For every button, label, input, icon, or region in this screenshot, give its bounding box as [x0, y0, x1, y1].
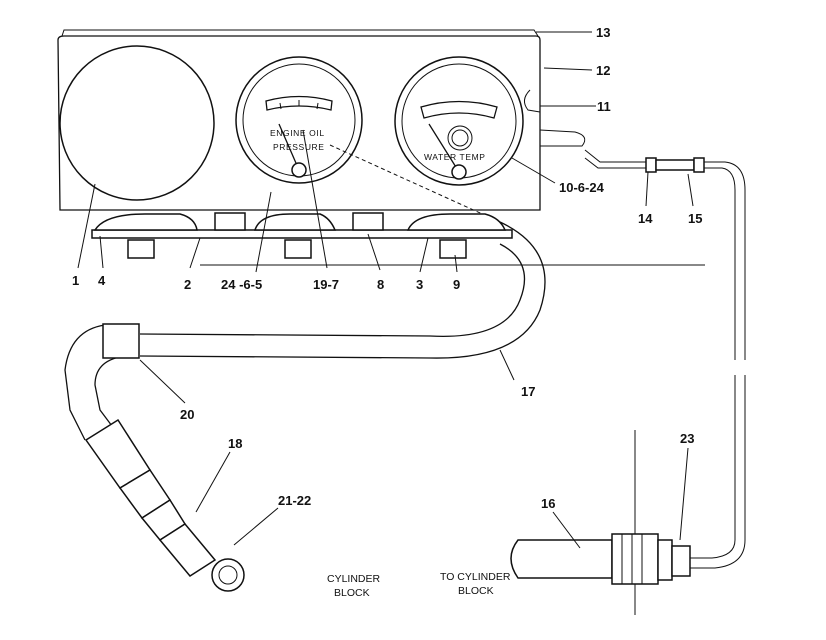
oil-gauge-label-line1: ENGINE OIL [270, 128, 325, 138]
temperature-bulb-assembly [510, 430, 691, 615]
callout-23: 23 [680, 431, 694, 446]
callout-15: 15 [688, 211, 702, 226]
oil-pressure-gauge: ENGINE OIL PRESSURE [235, 56, 363, 184]
callout-19-7: 19-7 [313, 277, 339, 292]
temp-capillary-tube [584, 149, 746, 569]
callout-17: 17 [521, 384, 535, 399]
callout-11: 11 [597, 99, 611, 114]
callout-8: 8 [377, 277, 384, 292]
oil-pressure-hose [64, 221, 546, 441]
callout-24-6-5: 24 -6-5 [221, 277, 262, 292]
callout-16: 16 [541, 496, 555, 511]
note-cylinder-block-left-2: BLOCK [334, 587, 370, 599]
callout-2: 2 [184, 277, 191, 292]
callout-20: 20 [180, 407, 194, 422]
hose-clamp [102, 323, 140, 359]
mounting-bracket [91, 212, 513, 259]
note-cylinder-block-right-2: BLOCK [458, 585, 494, 597]
note-cylinder-block-left-1: CYLINDER [327, 573, 381, 585]
callout-12: 12 [596, 63, 610, 78]
callout-labels: 1 4 2 24 -6-5 19-7 8 3 9 10-6-24 11 12 1… [72, 25, 702, 511]
oil-line-hidden-path [329, 144, 501, 223]
callout-21-22: 21-22 [278, 493, 311, 508]
callout-9: 9 [453, 277, 460, 292]
hose-end-fitting [84, 418, 245, 592]
oil-gauge-label-line2: PRESSURE [273, 142, 325, 152]
note-cylinder-block-right-1: TO CYLINDER [440, 571, 511, 583]
callout-1: 1 [72, 273, 79, 288]
leader-lines [77, 31, 694, 549]
location-notes: CYLINDER BLOCK TO CYLINDER BLOCK [327, 571, 511, 599]
callout-3: 3 [416, 277, 423, 292]
callout-4: 4 [98, 273, 106, 288]
callout-10-6-24: 10-6-24 [559, 180, 605, 195]
callout-13: 13 [596, 25, 610, 40]
callout-18: 18 [228, 436, 242, 451]
blank-gauge-opening [59, 45, 215, 201]
water-temp-gauge: WATER TEMP [394, 56, 524, 186]
water-temp-label: WATER TEMP [424, 152, 486, 162]
instrument-panel-housing [57, 29, 586, 211]
callout-14: 14 [638, 211, 653, 226]
